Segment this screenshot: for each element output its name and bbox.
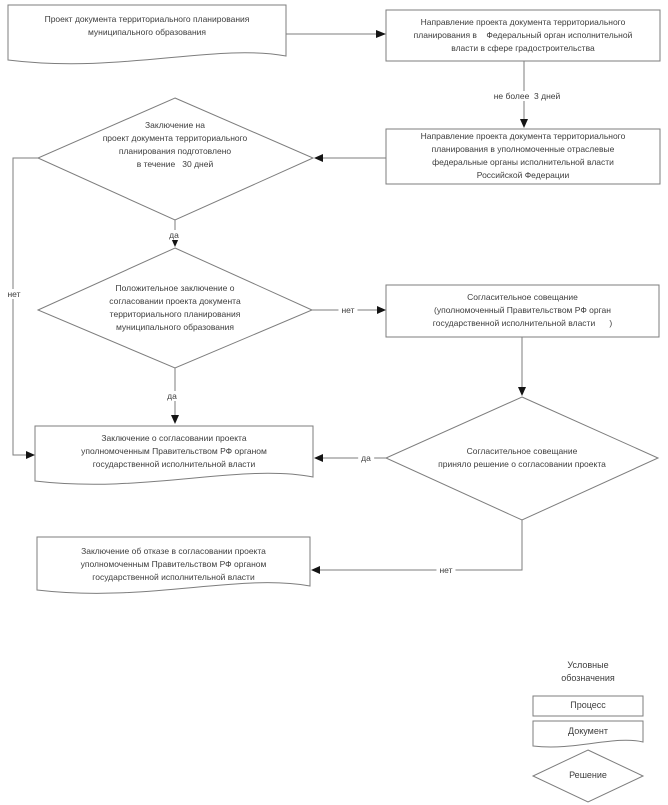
node-label-sector-bodies: Направление проекта документа территориа… xyxy=(420,131,626,180)
node-label-positive-conclusion: Положительное заключение о согласовании … xyxy=(109,283,241,332)
arrowhead-top-into-approved xyxy=(171,415,179,424)
arrowhead-into-conclusion xyxy=(314,154,323,162)
edge-label-no-right: нет xyxy=(338,305,358,315)
process-box-federal xyxy=(385,9,661,62)
legend-label-process: Процесс xyxy=(570,700,606,710)
legend-title: Условные обозначения xyxy=(561,660,615,683)
node-label-refusal-conclusion: Заключение об отказе в согласовании прое… xyxy=(80,546,267,582)
edge-label-yes-positive: да xyxy=(164,391,180,401)
connector-meeting-no xyxy=(320,520,523,571)
document-shape-approved xyxy=(34,425,314,485)
document-shape-project xyxy=(7,4,287,65)
arrowhead-into-otraslevye xyxy=(520,119,528,128)
connector-conclusion-no-left xyxy=(12,157,38,456)
arrowhead-into-conciliation xyxy=(377,306,386,314)
legend-process-shape xyxy=(532,695,644,717)
arrowhead-right-into-approved xyxy=(314,454,323,462)
arrowhead-into-meeting xyxy=(518,387,526,396)
node-label-conciliation-meeting: Согласительное совещание (уполномоченный… xyxy=(432,292,613,328)
node-label-federal-body: Направление проекта документа территориа… xyxy=(413,17,633,53)
arrowhead-into-federal xyxy=(376,30,386,38)
legend-label-document: Документ xyxy=(568,726,608,736)
edge-label-timing: не более 3 дней xyxy=(490,91,564,101)
edge-label-yes-conclusion: да xyxy=(166,230,182,240)
process-box-otraslevye xyxy=(385,128,661,185)
legend-label-decision: Решение xyxy=(569,770,607,780)
node-label-conclusion-30-days: Заключение на проект документа территори… xyxy=(102,120,248,169)
node-label-meeting-decision: Согласительное совещание приняло решение… xyxy=(438,446,606,469)
arrowhead-into-positive xyxy=(171,238,179,247)
document-shape-refused xyxy=(36,536,311,594)
process-box-conciliation xyxy=(385,284,660,338)
edge-label-no-bottom: нет xyxy=(436,565,456,575)
legend-document-shape xyxy=(532,720,644,748)
node-label-project-document: Проект документа территориального планир… xyxy=(44,14,250,37)
node-label-approval-conclusion: Заключение о согласовании проекта уполно… xyxy=(81,433,267,469)
edge-label-no-left: нет xyxy=(4,289,24,299)
legend-decision-shape xyxy=(531,749,645,803)
arrowhead-left-into-approved xyxy=(26,451,35,459)
edge-label-yes-meeting: да xyxy=(358,453,374,463)
arrowhead-into-refused xyxy=(311,566,320,574)
